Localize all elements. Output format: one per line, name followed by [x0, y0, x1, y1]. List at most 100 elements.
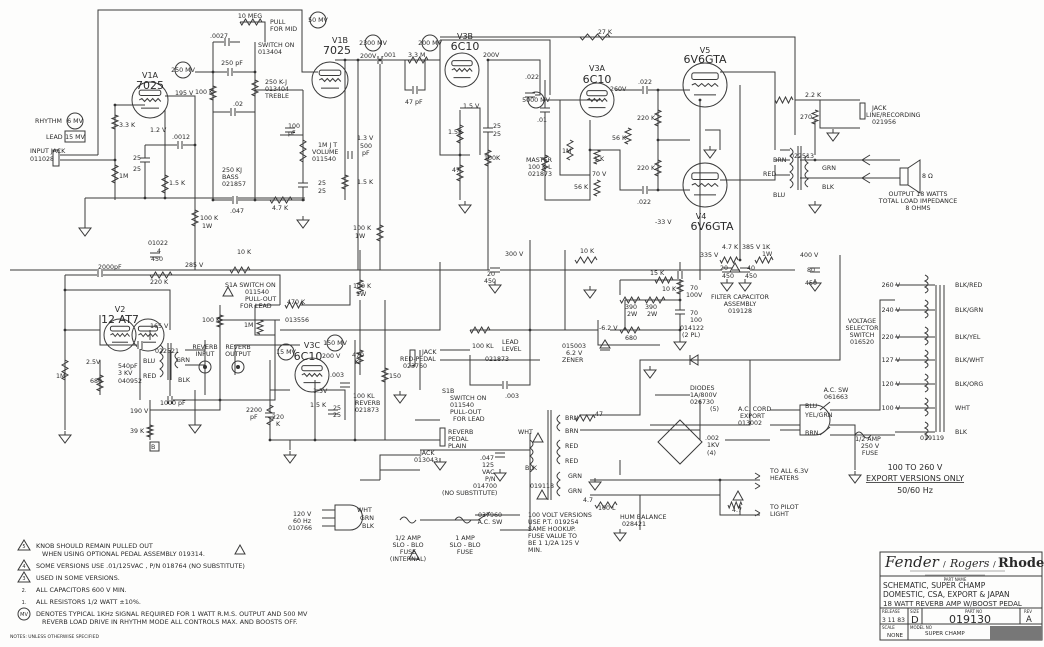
junction-dot — [528, 328, 532, 332]
tube-v1b — [311, 61, 349, 99]
reverb-c-1000: 1000 pF — [160, 400, 186, 407]
v1b-mv-in: 50 MV — [308, 17, 328, 24]
resistor-symbol — [574, 413, 596, 423]
tube-v3c — [294, 357, 330, 393]
input-jack-label: INPUT JACK — [30, 148, 66, 155]
mv-v1a-bubble — [174, 61, 192, 79]
v1b-c-coup: .001 — [382, 52, 396, 59]
master-label: MASTER — [526, 157, 553, 164]
resistor-symbol — [653, 159, 663, 177]
zener-pn: 015003 — [562, 343, 586, 350]
note-symbol: 4 — [22, 564, 25, 570]
reverb-r-220k: 220 K — [150, 279, 169, 286]
tube-envelope — [311, 61, 349, 99]
mv-rhythm-bubble — [66, 112, 84, 130]
capacitor-symbol — [265, 412, 275, 418]
part-no-value: 019130 — [949, 613, 991, 626]
voltage-selector-pn: 016520 — [850, 339, 874, 346]
supply-c40: 40 — [747, 265, 755, 272]
note-item: 1.ALL RESISTORS 1/2 WATT ±10%. — [22, 598, 141, 606]
warning-triangle-icon — [17, 571, 31, 583]
v3b-name: V3B — [457, 32, 473, 41]
ground-icon — [188, 421, 202, 434]
tone-r-100k: 100 K — [195, 89, 214, 96]
v1a-c-cath-a: 25 — [133, 155, 141, 162]
fuse-icon — [454, 516, 472, 524]
capacitor-gap — [97, 269, 103, 277]
v3b-c-a: 25 — [493, 123, 501, 130]
junction-dot — [163, 196, 167, 200]
junction-dot — [718, 478, 722, 482]
reverb-pedal-label-3: PLAIN — [448, 443, 467, 450]
supply-c80-v: 450 — [805, 280, 817, 287]
v3a-name: V3A — [589, 64, 606, 73]
v3c-r-cath: 1.5 K — [310, 402, 327, 409]
capacitor-symbol — [227, 68, 233, 76]
v1a-type: 7025 — [136, 79, 164, 92]
v3a-c-01: .01 — [537, 117, 547, 124]
reverb-c-540: 540pF — [118, 363, 138, 370]
capacitor-gap — [140, 158, 150, 162]
supply-335v: 335 V — [700, 252, 719, 259]
resistor-symbol — [455, 124, 465, 144]
brand-fender: Fender — [884, 553, 940, 571]
capacitor-symbol — [642, 86, 648, 94]
resistor-symbol — [653, 109, 663, 127]
capacitor-gap — [285, 128, 295, 132]
note-symbol: 1. — [22, 600, 27, 606]
pt-grn-1: GRN — [568, 473, 582, 480]
tube-v4 — [682, 162, 728, 208]
ground-icon — [433, 458, 447, 471]
v2-type: 12 AT7 — [101, 313, 139, 326]
v1a-r-load: 100 K — [200, 215, 219, 222]
junction-dot — [253, 198, 257, 202]
junction-dot — [698, 98, 702, 102]
ground-icon — [393, 391, 407, 404]
note-text: KNOB SHOULD REMAIN PULLED OUT — [36, 542, 153, 550]
resistor-symbol — [355, 279, 365, 295]
capacitor-gap — [810, 268, 820, 272]
capacitor-symbol — [232, 196, 238, 204]
capacitor-symbol — [502, 381, 508, 389]
ground-icon — [643, 366, 657, 379]
junction-dot — [113, 103, 117, 107]
supply-c20: 20 — [487, 271, 495, 278]
v1a-r-1m: 1M — [119, 173, 128, 180]
v3a-cath-v: 70 V — [592, 171, 607, 178]
resistor-symbol — [574, 256, 598, 264]
reverb-b-ref: B — [151, 444, 155, 451]
capacitor-gap — [150, 253, 160, 257]
resistor-symbol — [160, 174, 170, 194]
v3b-c-022: .022 — [525, 74, 539, 81]
pt-red-1: RED — [565, 443, 578, 450]
reverb-c-540-v: 3 KV — [118, 370, 133, 377]
junction-dot — [268, 438, 272, 442]
junction-dot — [253, 70, 257, 74]
v5-name: V5 — [700, 46, 711, 55]
s1b-label-2: SWITCH ON — [450, 395, 487, 402]
mv-v3b-bubble — [527, 91, 545, 109]
v3b-r-cath: 1.5K — [448, 129, 463, 136]
reverb-xfmr-pn: 022521 — [155, 348, 179, 355]
junction-dot — [656, 188, 660, 192]
junction-dot — [313, 438, 317, 442]
export-ac-switch-pn: 061663 — [824, 394, 848, 401]
tube-plate — [586, 90, 608, 97]
fuse-icon — [399, 516, 417, 524]
ground-icon — [673, 338, 687, 351]
lead-pot-value: 100 KL — [472, 343, 494, 350]
capacitor-gap — [525, 93, 535, 97]
s1a-label-4: FOR LEAD — [240, 303, 272, 310]
r-270: 270 — [800, 114, 812, 121]
resistor-symbol — [623, 127, 633, 145]
export-fuse-voltage: 250 V — [861, 443, 880, 450]
cap-047-pn-label: P/N — [485, 476, 496, 483]
junction-dot — [458, 153, 462, 157]
reverb-output-jack-center — [236, 365, 240, 369]
reverb-output-label-2: OUTPUT — [225, 351, 251, 358]
pt-brn-1: BRN — [565, 415, 579, 422]
capacitor-gap — [740, 268, 750, 272]
